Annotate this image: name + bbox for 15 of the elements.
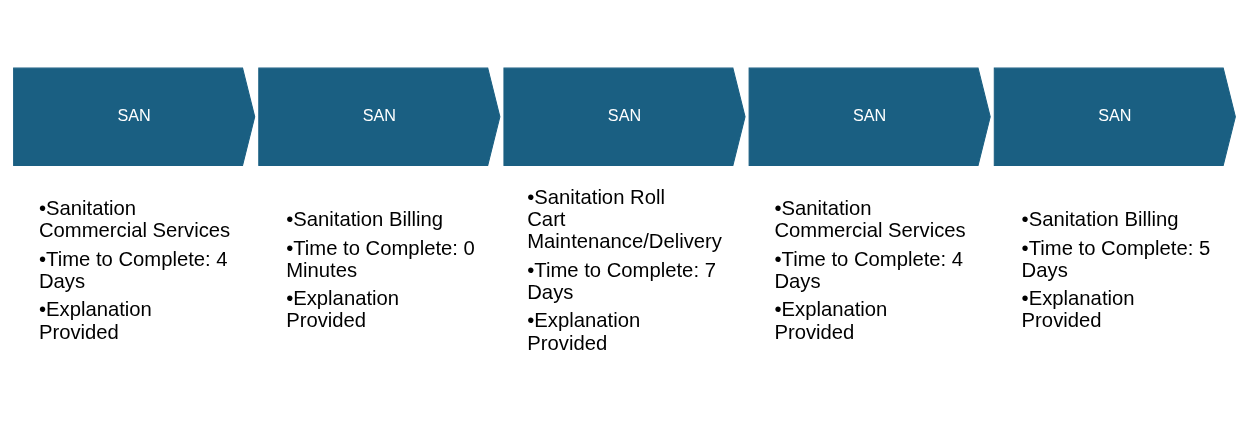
node-label: •Sanitation Commercial Services xyxy=(38,197,231,242)
node-label: •Time to Complete: 5 Days xyxy=(1021,236,1211,281)
node-label: •Time to Complete: 0 Minutes xyxy=(286,236,475,281)
node-label: •Explanation Provided xyxy=(1021,287,1135,332)
node-label: •Sanitation Roll Cart Maintenance/Delivery xyxy=(527,185,722,253)
node-label: •Explanation Provided xyxy=(286,287,400,332)
node-label: •Explanation Provided xyxy=(774,298,888,343)
node-label: •Sanitation Billing xyxy=(1021,208,1179,231)
node-label: •Time to Complete: 4 Days xyxy=(38,247,228,292)
node-label: •Sanitation Commercial Services xyxy=(774,197,966,242)
node-label: •Time to Complete: 4 Days xyxy=(774,247,964,292)
node-label: •Sanitation Billing xyxy=(286,208,443,231)
node-label: •Explanation Provided xyxy=(527,309,641,354)
node-label: •Time to Complete: 7 Days xyxy=(527,258,716,304)
node-label: •Explanation Provided xyxy=(38,298,152,343)
